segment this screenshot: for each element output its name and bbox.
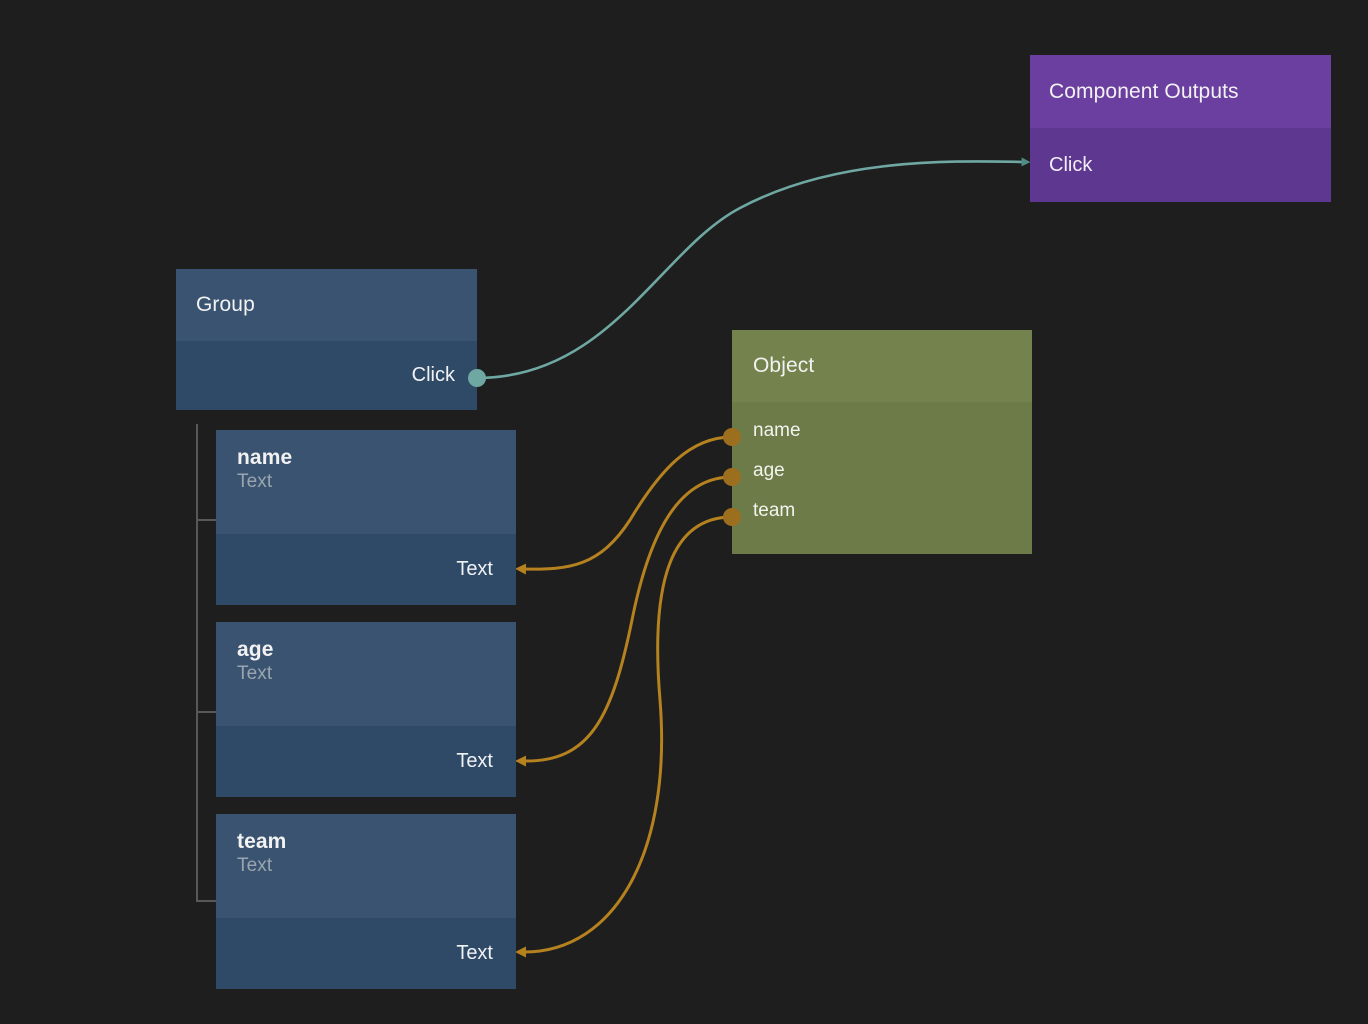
node-component-outputs-title: Component Outputs xyxy=(1049,79,1239,103)
port-row-age-input[interactable]: age xyxy=(732,451,1032,491)
node-object-body: name age team xyxy=(732,402,1032,554)
node-component-outputs-header[interactable]: Component Outputs xyxy=(1030,55,1331,128)
node-object-header[interactable]: Object xyxy=(732,330,1032,402)
port-label-text: Text xyxy=(456,942,493,964)
port-label-text: Text xyxy=(456,558,493,580)
port-dot-object-name-input[interactable] xyxy=(723,428,741,446)
wire-object-team-to-child-team-text xyxy=(515,515,733,958)
port-row-name-input[interactable]: name xyxy=(732,411,1032,451)
node-child-team-title: team xyxy=(237,830,287,853)
port-row-text-output[interactable]: Text xyxy=(456,726,493,797)
wire-object-name-to-child-name-text xyxy=(515,435,733,575)
node-object[interactable]: Object name age team xyxy=(732,330,1032,554)
group-child-connector-team xyxy=(196,900,216,902)
node-child-name-header[interactable]: name Text xyxy=(216,430,516,534)
group-child-connector-age xyxy=(196,711,216,713)
node-component-outputs-body: Click xyxy=(1030,128,1331,202)
node-group[interactable]: Group Click xyxy=(176,269,477,410)
port-row-text-output[interactable]: Text xyxy=(456,534,493,605)
node-child-name-title: name xyxy=(237,446,293,469)
port-label-click: Click xyxy=(1049,153,1093,176)
group-children-rail xyxy=(196,424,198,901)
node-child-name-subtitle: Text xyxy=(237,471,273,493)
port-label-text: Text xyxy=(456,750,493,772)
node-group-title: Group xyxy=(196,293,255,317)
group-child-connector-name xyxy=(196,519,216,521)
port-dot-object-team-input[interactable] xyxy=(723,508,741,526)
node-child-age-subtitle: Text xyxy=(237,663,273,685)
wire-object-age-to-child-age-text xyxy=(515,475,733,767)
node-child-age-title: age xyxy=(237,638,274,661)
node-child-age[interactable]: age Text Text xyxy=(216,622,516,797)
port-dot-group-click-output[interactable] xyxy=(468,369,486,387)
node-child-team[interactable]: team Text Text xyxy=(216,814,516,989)
node-child-name[interactable]: name Text Text xyxy=(216,430,516,605)
port-row-team-input[interactable]: team xyxy=(732,491,1032,531)
port-label-click: Click xyxy=(411,364,455,386)
node-child-team-body: Text xyxy=(216,918,516,989)
port-label-age: age xyxy=(753,460,785,481)
node-group-header[interactable]: Group xyxy=(176,269,477,341)
port-label-name: name xyxy=(753,420,801,441)
node-object-title: Object xyxy=(753,354,815,378)
port-label-team: team xyxy=(753,500,796,521)
node-child-name-body: Text xyxy=(216,534,516,605)
port-row-text-output[interactable]: Text xyxy=(456,918,493,989)
node-child-age-header[interactable]: age Text xyxy=(216,622,516,726)
node-child-team-subtitle: Text xyxy=(237,855,273,877)
port-row-click-output[interactable]: Click xyxy=(412,341,455,410)
node-child-age-body: Text xyxy=(216,726,516,797)
node-group-body: Click xyxy=(176,341,477,410)
port-row-click-input[interactable]: Click xyxy=(1049,128,1092,202)
port-dot-object-age-input[interactable] xyxy=(723,468,741,486)
node-child-team-header[interactable]: team Text xyxy=(216,814,516,918)
node-component-outputs[interactable]: Component Outputs Click xyxy=(1030,55,1331,202)
